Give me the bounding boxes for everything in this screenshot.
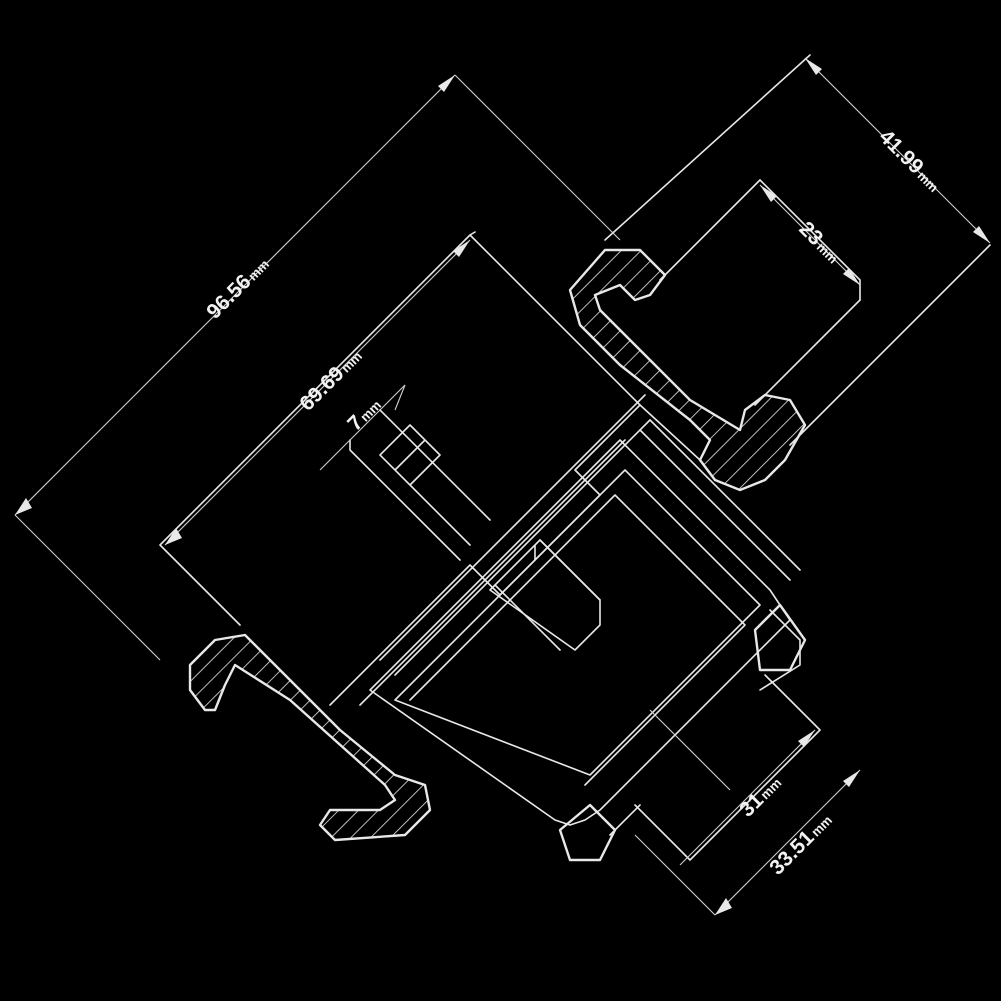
nut-upper (753, 603, 807, 672)
dimension-lines (14, 57, 991, 916)
lip-detail (379, 424, 441, 486)
label-unit: mm (245, 257, 272, 284)
label-rail-width: 41.99mm (874, 125, 945, 196)
lip-slot-lines (349, 409, 491, 561)
arrow-41-b (973, 226, 990, 243)
label-bolt-outer: 33.51mm (765, 808, 836, 880)
bolt-protrusion (609, 674, 821, 861)
svg-text:7mm: 7mm (343, 393, 385, 435)
arrow-96-b (438, 75, 455, 92)
label-unit: mm (808, 813, 835, 840)
ext-line-33 (634, 834, 716, 916)
large-channel-hook (188, 633, 432, 842)
dim-line-69 (164, 239, 471, 546)
ext-line-7 (394, 384, 406, 411)
arrow-23-b (843, 268, 860, 285)
ext-line-96-a (14, 514, 161, 661)
dimension-labels: 96.56mm 69.69mm 7mm 41.99mm 23mm 31mm 33… (202, 125, 945, 880)
arrow-96-a (15, 498, 32, 515)
dim-line-33 (714, 769, 861, 916)
label-slot-width: 69.69mm (295, 344, 366, 416)
label-unit: mm (338, 349, 365, 376)
svg-text:69.69mm: 69.69mm (295, 344, 366, 415)
label-value: 69.69 (295, 362, 348, 415)
clamp-block-outline (369, 439, 791, 826)
dim-line-7 (319, 384, 406, 471)
center-stem (489, 539, 601, 651)
svg-text:33.51mm: 33.51mm (765, 808, 836, 879)
dim-line-41 (804, 57, 991, 244)
label-value: 41.99 (874, 125, 927, 178)
label-rail-opening: 23mm (794, 217, 845, 268)
ext-line-96-b (454, 74, 621, 241)
small-rail-back (604, 54, 991, 446)
dim-line-96 (14, 74, 456, 516)
small-rail-walls (639, 179, 861, 461)
label-unit: mm (357, 397, 384, 424)
center-stem-shaft (494, 539, 601, 651)
dim-line-23 (759, 184, 861, 286)
label-lip-thickness: 7mm (343, 393, 385, 435)
label-value: 33.51 (765, 826, 819, 880)
arrow-31-a (798, 730, 815, 747)
ext-line-31 (649, 709, 731, 791)
clamp-block-inner-edge (409, 494, 746, 786)
arrow-41-a (805, 58, 822, 75)
arrow-33-b (843, 770, 860, 787)
svg-text:31mm: 31mm (735, 771, 786, 822)
label-bolt-inner: 31mm (735, 771, 786, 822)
svg-text:96.56mm: 96.56mm (202, 252, 273, 323)
profile-geometry (159, 54, 991, 862)
svg-text:41.99mm: 41.99mm (874, 125, 945, 196)
nut-lower (558, 803, 617, 862)
large-channel-inner-step (359, 394, 651, 706)
label-overall-height: 96.56mm (202, 252, 273, 324)
svg-text:23mm: 23mm (794, 217, 845, 268)
arrow-33-a (715, 898, 732, 915)
label-value: 96.56 (202, 270, 255, 323)
arrow-69-a (165, 528, 182, 545)
label-unit: mm (757, 775, 784, 802)
arrow-23-a (760, 185, 777, 202)
dim-line-31 (679, 729, 816, 866)
arrow-69-b (453, 240, 470, 257)
